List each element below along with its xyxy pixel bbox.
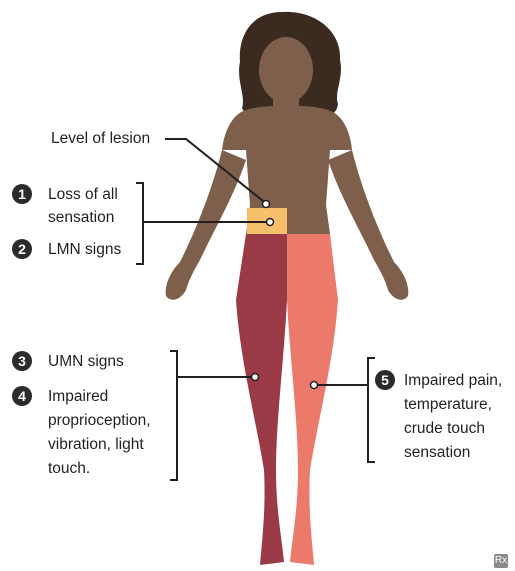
marker-5: 5 xyxy=(375,370,395,390)
right-leg-dot xyxy=(311,382,318,389)
item4-line4: touch. xyxy=(48,459,90,478)
item5-line2: temperature, xyxy=(404,395,492,414)
left-arm xyxy=(166,150,246,300)
item2-label: LMN signs xyxy=(48,240,121,259)
left-leg xyxy=(236,234,287,565)
rx-logo: Rx xyxy=(494,554,508,568)
right-leg xyxy=(287,234,338,565)
left-leg-dot xyxy=(252,374,259,381)
marker-4: 4 xyxy=(12,386,32,406)
marker-1: 1 xyxy=(12,184,32,204)
item5-line4: sensation xyxy=(404,443,470,462)
bracket-3-4 xyxy=(170,351,177,480)
item1-line1: Loss of all xyxy=(48,185,118,204)
lesion-band-dot xyxy=(267,219,274,226)
face xyxy=(259,37,313,103)
bracket-1-2 xyxy=(136,183,143,264)
lesion-dot xyxy=(263,201,270,208)
bracket-5 xyxy=(368,358,375,462)
item5-line1: Impaired pain, xyxy=(404,371,502,390)
item3-label: UMN signs xyxy=(48,352,124,371)
marker-3: 3 xyxy=(12,351,32,371)
item1-line2: sensation xyxy=(48,208,114,227)
item5-line3: crude touch xyxy=(404,419,485,438)
item4-line3: vibration, light xyxy=(48,435,144,454)
marker-2: 2 xyxy=(12,239,32,259)
item4-line1: Impaired xyxy=(48,387,108,406)
item4-line2: proprioception, xyxy=(48,411,151,430)
right-arm xyxy=(328,150,408,300)
level-of-lesion-label: Level of lesion xyxy=(51,129,150,148)
